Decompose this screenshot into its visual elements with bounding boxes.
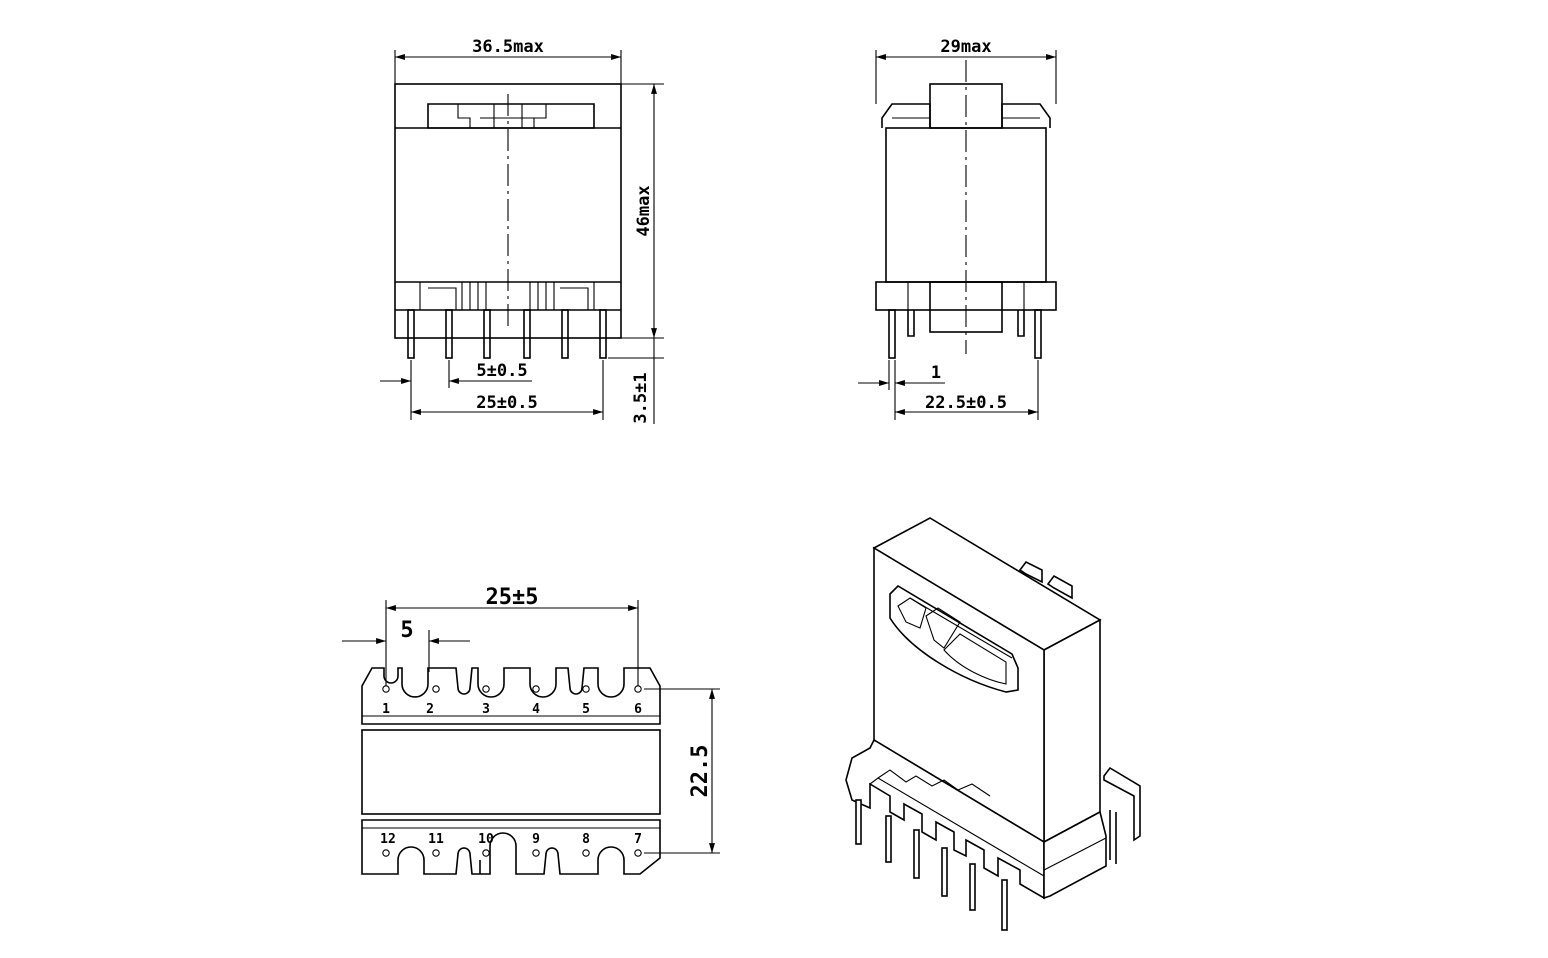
bottom-pin-holes: [382, 685, 642, 857]
pin-label: 10: [478, 832, 494, 847]
pin-label: 4: [532, 702, 540, 717]
isometric-view: [845, 517, 1141, 931]
dim-bottom-span: 25±5: [486, 585, 539, 610]
pin-label: 8: [582, 832, 590, 847]
dim-front-width: 36.5max: [472, 37, 544, 57]
pin-label: 6: [634, 702, 642, 717]
pin-label: 11: [428, 832, 444, 847]
dim-side-pin: 1: [931, 363, 941, 383]
pin-label: 5: [582, 702, 590, 717]
dim-front-height: 46max: [634, 185, 654, 236]
dim-side-row: 22.5±0.5: [925, 393, 1007, 413]
dim-front-pitch: 5±0.5: [476, 361, 527, 381]
front-pins: [407, 309, 607, 359]
dim-bottom-pitch: 5: [400, 618, 413, 643]
side-view: 29max 1 22.5±0.5: [858, 37, 1057, 420]
dim-bottom-row: 22.5: [688, 745, 713, 798]
pin-label: 7: [634, 832, 642, 847]
bottom-view: 1 2 3 4 5 6 12 11 10 9 8 7 25±5 5 22.5: [342, 585, 720, 875]
dim-side-width: 29max: [940, 37, 991, 57]
front-view: 36.5max 46max 3.5±1 5±0.5 25±0.5: [380, 37, 664, 424]
dim-front-span: 25±0.5: [476, 393, 537, 413]
pin-label: 12: [380, 832, 396, 847]
pin-label: 1: [382, 702, 390, 717]
pin-label: 3: [482, 702, 490, 717]
pin-label: 9: [532, 832, 540, 847]
iso-pins: [855, 799, 1008, 931]
dim-pin-length: 3.5±1: [631, 372, 651, 423]
pin-label: 2: [426, 702, 434, 717]
